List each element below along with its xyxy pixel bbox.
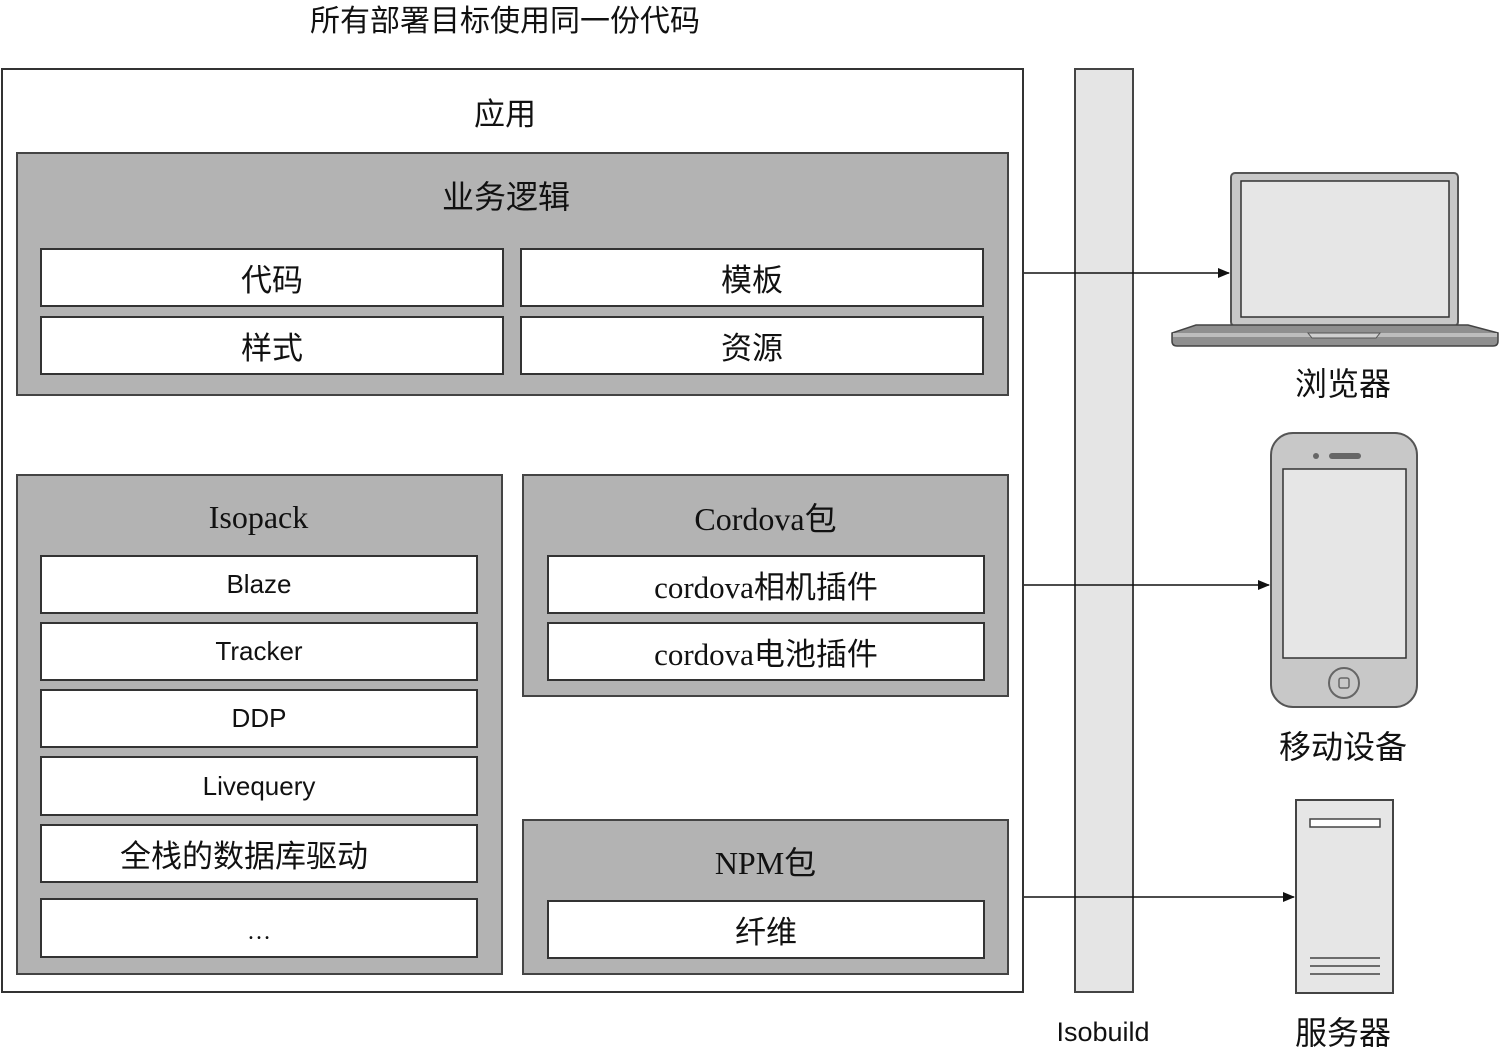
business-item-label: 样式	[241, 331, 303, 366]
isopack-label: Isopack	[208, 498, 309, 535]
business-logic-label: 业务逻辑	[441, 179, 570, 215]
server-label: 服务器	[1294, 1015, 1391, 1051]
isobuild-label: Isobuild	[1056, 1016, 1150, 1047]
isopack-item-label: Blaze	[226, 569, 292, 599]
cordova-item-label: cordova相机插件	[654, 570, 878, 605]
app-label: 应用	[474, 96, 536, 132]
isopack-item-tracker: Tracker	[40, 622, 478, 681]
cordova-label: Cordova包	[694, 501, 837, 537]
business-item-label: 代码	[241, 263, 303, 298]
isopack-item-label: DDP	[231, 703, 287, 733]
isobuild-bar	[1074, 68, 1134, 993]
npm-item-label: 纤维	[735, 915, 797, 950]
isopack-item-livequery: Livequery	[40, 756, 478, 816]
business-item-template: 模板	[520, 248, 984, 307]
server-icon	[1295, 799, 1394, 994]
business-item-assets: 资源	[520, 316, 984, 375]
business-item-label: 资源	[721, 331, 783, 366]
isopack-item-db-driver: 全栈的数据库驱动	[40, 824, 478, 883]
cordova-item-camera: cordova相机插件	[547, 555, 985, 614]
diagram-title: 所有部署目标使用同一份代码	[310, 5, 700, 38]
isopack-item-label: …	[247, 919, 271, 945]
isopack-item-ddp: DDP	[40, 689, 478, 748]
npm-label: NPM包	[714, 845, 817, 881]
isopack-item-label: Tracker	[215, 636, 303, 666]
business-item-style: 样式	[40, 316, 504, 375]
isopack-item-label: Livequery	[202, 770, 316, 801]
business-item-code: 代码	[40, 248, 504, 307]
isopack-item-label: 全栈的数据库驱动	[120, 839, 368, 874]
isopack-item-blaze: Blaze	[40, 555, 478, 614]
business-item-label: 模板	[721, 263, 783, 298]
cordova-item-label: cordova电池插件	[654, 637, 878, 672]
isopack-item-more: …	[40, 898, 478, 958]
cordova-item-battery: cordova电池插件	[547, 622, 985, 681]
npm-item-fibers: 纤维	[547, 900, 985, 959]
laptop-icon	[1171, 172, 1499, 347]
phone-icon	[1270, 432, 1418, 708]
browser-label: 浏览器	[1294, 366, 1391, 402]
mobile-label: 移动设备	[1278, 729, 1407, 765]
